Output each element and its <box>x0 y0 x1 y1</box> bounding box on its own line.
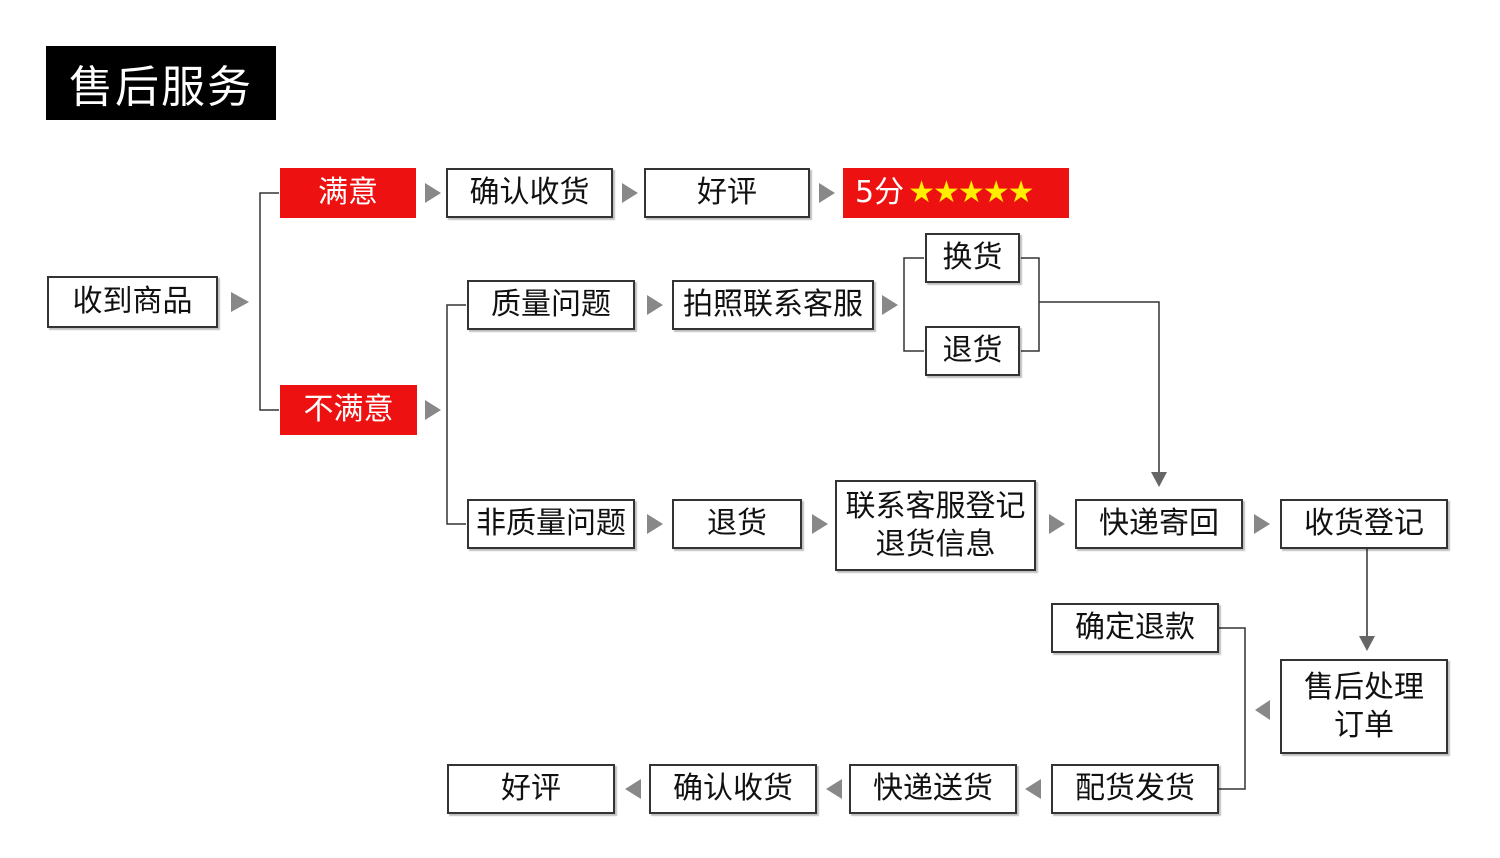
node-confirm-refund: 确定退款 <box>1051 603 1219 653</box>
node-unsatisfied: 不满意 <box>280 385 417 435</box>
node-pick-ship-label: 配货发货 <box>1075 771 1195 807</box>
node-confirm-receipt-bottom-label: 确认收货 <box>673 771 793 807</box>
arrow-satisfied <box>425 183 441 203</box>
node-receipt-register: 收货登记 <box>1280 499 1448 549</box>
node-unsatisfied-label: 不满意 <box>303 392 394 428</box>
left-arrow-after-sales <box>1255 700 1270 720</box>
node-return-non-quality-label: 退货 <box>707 506 767 542</box>
node-good-review-top-label: 好评 <box>697 175 757 211</box>
arrow-quality <box>647 295 663 315</box>
arrow-confirm-bottom <box>625 779 641 799</box>
node-quality-issue-label: 质量问题 <box>491 287 611 323</box>
node-quality-issue: 质量问题 <box>467 280 635 330</box>
down-arrow-express-return <box>1151 472 1167 487</box>
arrow-pick-ship <box>1025 779 1041 799</box>
node-satisfied: 满意 <box>280 168 416 218</box>
node-score: 5分 ★★★★★ <box>843 168 1069 218</box>
arrow-photo <box>882 295 898 315</box>
branch-refund-ship-connector <box>1219 627 1246 790</box>
node-after-sales-order: 售后处理 订单 <box>1280 659 1448 754</box>
node-express-delivery: 快递送货 <box>849 764 1017 814</box>
node-photo-contact-label: 拍照联系客服 <box>683 287 863 323</box>
arrow-review-top <box>819 183 835 203</box>
node-satisfied-label: 满意 <box>318 175 378 211</box>
node-contact-register-line1: 联系客服登记 <box>845 489 1026 524</box>
arrow-unsatisfied <box>425 400 441 420</box>
node-exchange: 换货 <box>925 233 1020 283</box>
node-received: 收到商品 <box>47 276 218 328</box>
node-express-return-label: 快递寄回 <box>1099 506 1219 542</box>
node-non-quality-issue: 非质量问题 <box>467 499 635 549</box>
node-return-quality: 退货 <box>925 326 1020 376</box>
node-receipt-register-label: 收货登记 <box>1304 506 1424 542</box>
node-contact-register: 联系客服登记 退货信息 <box>835 480 1036 571</box>
node-pick-ship: 配货发货 <box>1051 764 1219 814</box>
down-arrow-after-sales <box>1359 636 1375 651</box>
page-title: 售后服务 <box>46 46 276 120</box>
node-score-label: 5分 <box>855 175 905 211</box>
to-express-return-connector <box>1039 301 1160 472</box>
node-confirm-receipt-bottom: 确认收货 <box>649 764 817 814</box>
arrow-confirm-top <box>622 183 638 203</box>
arrow-received <box>231 292 249 312</box>
five-star-icon: ★★★★★ <box>908 175 1034 211</box>
node-good-review-bottom-label: 好评 <box>501 771 561 807</box>
node-exchange-label: 换货 <box>942 240 1003 276</box>
node-confirm-receipt-top: 确认收货 <box>446 168 613 218</box>
node-express-return: 快递寄回 <box>1075 499 1243 549</box>
node-after-sales-line2: 订单 <box>1334 707 1394 743</box>
node-after-sales-line1: 售后处理 <box>1304 670 1424 705</box>
node-received-label: 收到商品 <box>72 284 193 320</box>
node-contact-register-line2: 退货信息 <box>875 526 996 562</box>
node-confirm-receipt-top-label: 确认收货 <box>469 175 590 211</box>
arrow-register <box>1049 514 1065 534</box>
node-express-delivery-label: 快递送货 <box>873 771 993 807</box>
arrow-non-quality <box>647 514 663 534</box>
node-return-non-quality: 退货 <box>672 499 802 549</box>
arrow-return-nq <box>812 514 828 534</box>
node-good-review-bottom: 好评 <box>447 764 615 814</box>
branch-issue-type-connector <box>446 304 466 525</box>
branch-exchange-return-connector <box>903 257 924 352</box>
arrow-express-return <box>1254 514 1270 534</box>
merge-exchange-return-connector <box>1021 257 1040 352</box>
node-return-quality-label: 退货 <box>942 333 1003 369</box>
arrow-express-delivery <box>826 779 842 799</box>
branch-satisfaction-connector <box>259 192 279 411</box>
node-photo-contact: 拍照联系客服 <box>672 280 874 330</box>
node-non-quality-issue-label: 非质量问题 <box>476 506 626 542</box>
node-confirm-refund-label: 确定退款 <box>1075 610 1195 646</box>
node-good-review-top: 好评 <box>644 168 810 218</box>
